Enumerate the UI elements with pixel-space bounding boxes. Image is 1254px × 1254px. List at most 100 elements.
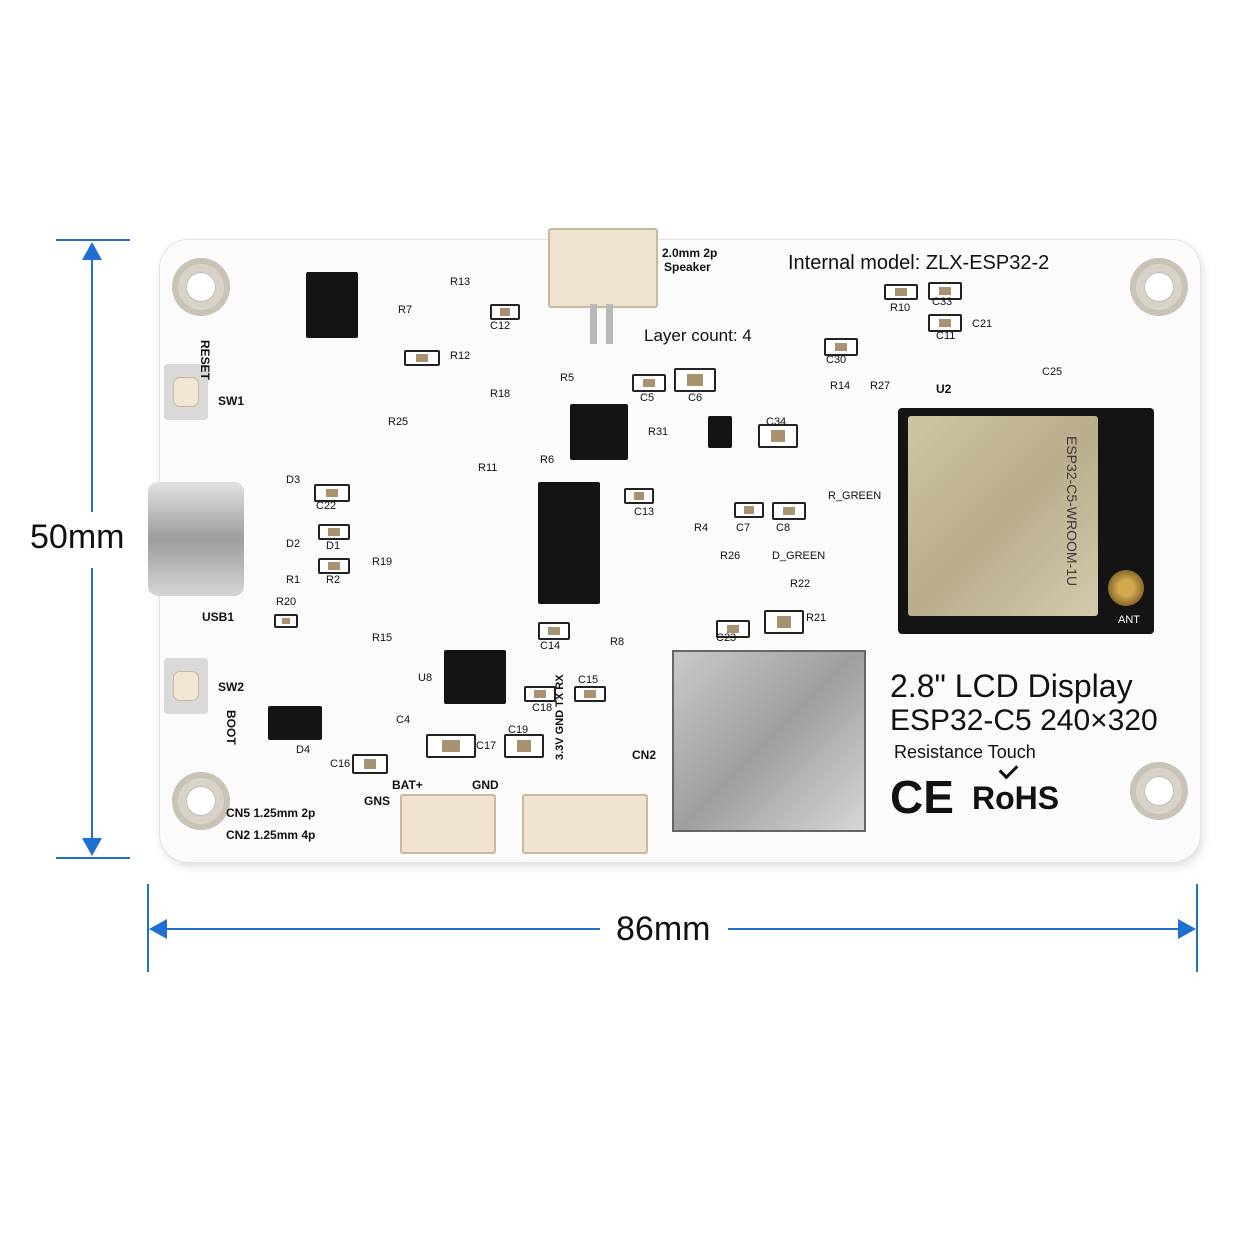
silk-ref-label: R4 xyxy=(694,522,709,534)
width-dim-right-tick xyxy=(1196,884,1198,972)
silk-ref-label: R1 xyxy=(286,574,301,586)
silk-ref-label: R2 xyxy=(326,574,341,586)
cn2-ref-label: CN2 xyxy=(632,748,657,762)
reset-button[interactable] xyxy=(164,364,208,420)
silk-ref-label: C12 xyxy=(490,320,511,332)
sd-card-slot[interactable] xyxy=(672,650,866,832)
resistor-r2 xyxy=(318,524,350,540)
speaker-connector-spec: 2.0mm 2p xyxy=(662,246,718,260)
product-title-line1: 2.8" LCD Display xyxy=(890,668,1133,704)
width-dim-line-left xyxy=(158,928,600,930)
ic-left-middle xyxy=(444,650,506,704)
silk-ref-label: C18 xyxy=(532,702,553,714)
silk-ref-label: C30 xyxy=(826,354,847,366)
internal-model-label: Internal model: ZLX-ESP32-2 xyxy=(788,252,1050,274)
boot-button[interactable] xyxy=(164,658,208,714)
silk-ref-label: D1 xyxy=(326,540,341,552)
silk-ref-label: R6 xyxy=(540,454,555,466)
pcb-board: Internal model: ZLX-ESP32-2 Layer count:… xyxy=(148,228,1200,862)
d-green-label: D_GREEN xyxy=(772,550,826,562)
silk-ref-label: C17 xyxy=(476,740,497,752)
height-dim-bottom-tick xyxy=(56,857,130,859)
capacitor-c12 xyxy=(490,304,520,320)
silk-ref-label: R5 xyxy=(560,372,575,384)
usb1-label: USB1 xyxy=(202,610,235,624)
mounting-hole-bottom-right xyxy=(1130,762,1188,820)
cn5-label: CN5 1.25mm 2p xyxy=(226,806,316,820)
capacitor-c11 xyxy=(928,314,962,332)
silk-ref-label: C14 xyxy=(540,640,561,652)
silk-ref-label: C15 xyxy=(578,674,599,686)
ic-center-top xyxy=(570,404,628,460)
height-dim-arrow-down xyxy=(82,838,102,856)
mounting-hole-bottom-left xyxy=(172,772,230,830)
capacitor-c16 xyxy=(352,754,388,774)
silk-ref-label: C11 xyxy=(936,330,956,342)
silk-ref-label: R25 xyxy=(388,416,409,428)
width-dim-left-tick xyxy=(147,884,149,972)
capacitor-c34 xyxy=(758,424,798,448)
height-dim-line-lower xyxy=(91,568,93,848)
resistor-r20 xyxy=(274,614,298,628)
silk-ref-label: C22 xyxy=(316,500,337,512)
silk-ref-label: R20 xyxy=(276,596,297,608)
capacitor-c22 xyxy=(314,484,350,502)
silk-ref-label: C6 xyxy=(688,392,703,404)
usb-c-port[interactable] xyxy=(148,482,244,596)
silk-ref-label: C13 xyxy=(634,506,655,518)
gns-label: GNS xyxy=(364,794,391,808)
silk-ref-label: R7 xyxy=(398,304,413,316)
diode-d4 xyxy=(268,706,322,740)
module-text: ESP32-C5-WROOM-1U xyxy=(1064,436,1080,587)
module-shield xyxy=(908,416,1098,616)
pins-label: 3.3V GND TX RX xyxy=(554,674,566,760)
capacitor-c5 xyxy=(632,374,666,392)
capacitor-c30 xyxy=(824,338,858,356)
speaker-label: Speaker xyxy=(664,260,711,274)
silk-ref-label: C16 xyxy=(330,758,351,770)
capacitor-c15 xyxy=(574,686,606,702)
silk-ref-label: R13 xyxy=(450,276,471,288)
silk-ref-label: R19 xyxy=(372,556,393,568)
rohs-mark: RoHS xyxy=(972,780,1060,816)
boot-label: BOOT xyxy=(224,710,238,745)
capacitor-c19 xyxy=(504,734,544,758)
silk-ref-label: U1 xyxy=(712,436,727,448)
silk-ref-label: D3 xyxy=(286,474,301,486)
capacitor-c33 xyxy=(928,282,962,300)
silk-ref-label: C23 xyxy=(716,632,737,644)
width-dim-line-right xyxy=(728,928,1188,930)
mounting-hole-top-left xyxy=(172,258,230,316)
silk-ref-label: D4 xyxy=(296,744,311,756)
u2-label: U2 xyxy=(936,382,952,396)
silk-ref-label: D2 xyxy=(286,538,301,550)
cn2-label: CN2 1.25mm 4p xyxy=(226,828,316,842)
ic-center-large xyxy=(538,482,600,604)
gnd-label: GND xyxy=(472,778,499,792)
antenna-connector xyxy=(1108,570,1144,606)
silk-ref-label: C21 xyxy=(972,318,993,330)
height-dim-arrow-up xyxy=(82,242,102,260)
width-dim-label: 86mm xyxy=(616,910,711,948)
speaker-connector xyxy=(548,228,658,308)
silk-ref-label: C25 xyxy=(1042,366,1063,378)
height-dim-label: 50mm xyxy=(30,518,125,556)
silk-ref-label: C34 xyxy=(766,416,787,428)
width-dim-arrow-left xyxy=(149,919,167,939)
silk-ref-label: R27 xyxy=(870,380,891,392)
layer-count-label: Layer count: 4 xyxy=(644,326,752,345)
resistor-r10 xyxy=(884,284,918,300)
silk-ref-label: R14 xyxy=(830,380,851,392)
capacitor-c7 xyxy=(734,502,764,518)
silk-ref-label: U8 xyxy=(418,672,433,684)
silk-ref-label: C19 xyxy=(508,724,529,736)
silk-ref-label: R31 xyxy=(648,426,669,438)
silk-ref-label: R21 xyxy=(806,612,827,624)
silk-ref-label: C33 xyxy=(932,296,953,308)
silk-ref-label: R12 xyxy=(450,350,471,362)
silk-ref-label: R22 xyxy=(790,578,811,590)
sw1-label: SW1 xyxy=(218,394,245,408)
speaker-pin-2 xyxy=(606,304,613,344)
capacitor-c24 xyxy=(764,610,804,634)
r-green-label: R_GREEN xyxy=(828,490,882,502)
